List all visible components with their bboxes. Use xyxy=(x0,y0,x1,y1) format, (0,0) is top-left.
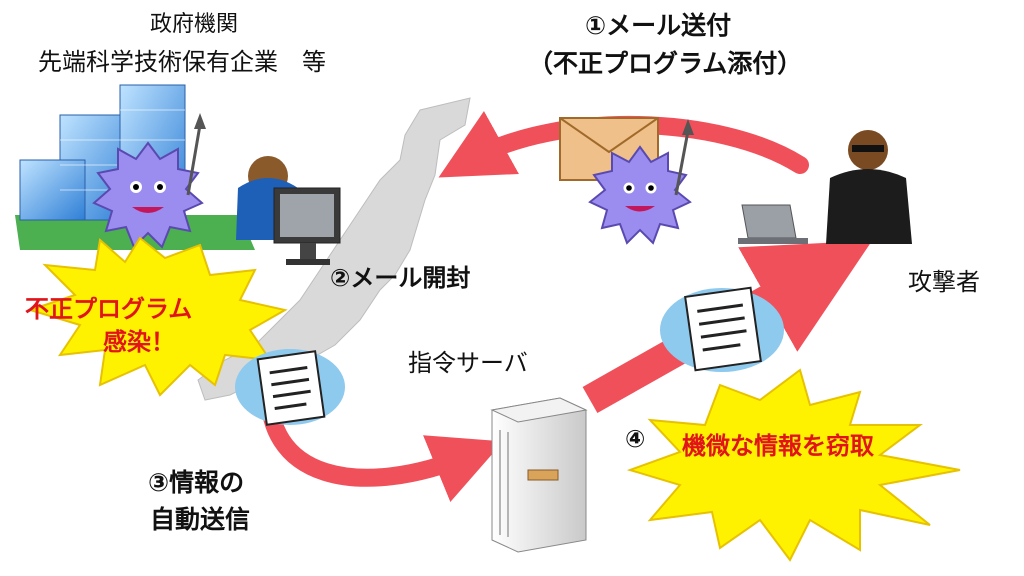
virus-icon xyxy=(92,113,206,249)
step1-label-line1: ①メール送付 xyxy=(585,11,732,40)
attacker-label: 攻撃者 xyxy=(908,268,980,296)
infection-callout-line2: 感染！ xyxy=(103,328,175,356)
laptop-icon xyxy=(738,204,808,244)
japan-map xyxy=(197,97,471,401)
document-icon-left xyxy=(235,349,345,426)
step3-label-line2: 自動送信 xyxy=(150,505,251,534)
attached-virus-icon xyxy=(588,119,694,245)
document-icon-right xyxy=(660,286,784,372)
monitor-icon xyxy=(273,187,341,265)
command-server-icon xyxy=(490,397,588,553)
server-label: 指令サーバ xyxy=(408,349,528,377)
infection-callout-line1: 不正プログラム xyxy=(25,295,193,323)
step4-label: 機微な情報を窃取 xyxy=(682,432,874,460)
step1-label-line2: （不正プログラム添付） xyxy=(528,49,803,78)
step4-number: ④ xyxy=(625,425,646,453)
step3-label-line1: ③情報の xyxy=(148,468,245,497)
infection-burst xyxy=(26,236,288,397)
target-label-line1: 政府機関 xyxy=(150,12,239,37)
target-label-line2: 先端科学技術保有企業 等 xyxy=(38,48,326,76)
exfiltration-burst xyxy=(626,368,961,562)
attacker-icon xyxy=(826,130,912,244)
step2-label: ②メール開封 xyxy=(330,264,471,292)
